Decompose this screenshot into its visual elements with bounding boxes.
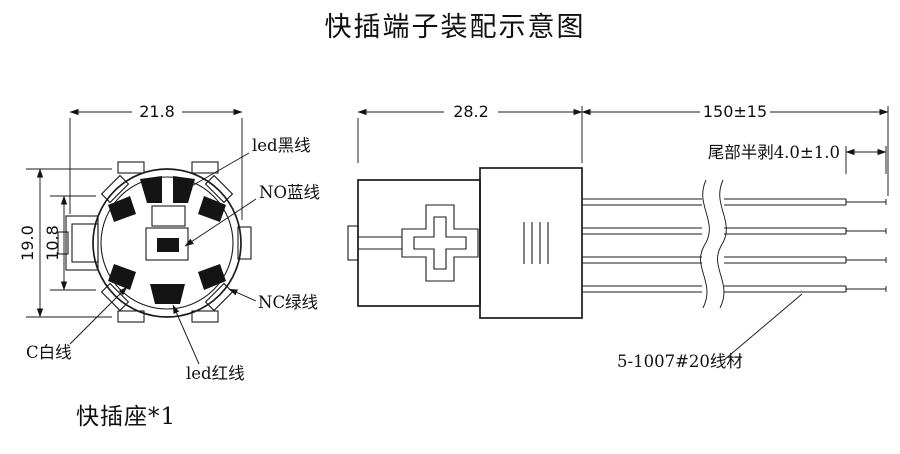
socket-outer-ring	[92, 168, 242, 318]
pad-c-white	[108, 264, 136, 290]
label-nc-green: NC绿线	[258, 293, 318, 312]
front-callouts: led黑线 NO蓝线 NC绿线 C白线 led红线	[26, 136, 320, 383]
page-title: 快插端子装配示意图	[325, 12, 586, 43]
dim-housing-length: 28.2	[357, 102, 583, 163]
dim-strip-length: 尾部半剥4.0±1.0	[708, 143, 887, 174]
dim-front-width: 21.8	[69, 102, 243, 220]
wire-spec-label: 5-1007#20线材	[617, 352, 743, 371]
break-line-left	[700, 179, 710, 309]
leader-led-black	[182, 152, 250, 192]
label-led-red: led红线	[186, 364, 245, 383]
dim-front-inner-value: 10.8	[43, 225, 62, 261]
housing-ribs	[523, 222, 549, 264]
housing-front-block	[357, 179, 481, 307]
housing-left-tab	[347, 225, 359, 261]
wire-spec-callout: 5-1007#20线材	[617, 293, 803, 371]
socket-inner-ring	[100, 176, 234, 310]
dim-front-width-value: 21.8	[139, 102, 175, 121]
dim-housing-length-value: 28.2	[453, 102, 489, 121]
pad-nc-green	[198, 264, 226, 290]
pad-upper-right	[198, 196, 226, 222]
pad-led-black-left	[140, 176, 162, 203]
keyway-slot	[151, 205, 186, 227]
front-view-caption: 快插座*1	[76, 404, 176, 430]
label-led-black: led黑线	[252, 136, 311, 155]
dim-front-inner-height: 10.8	[43, 195, 96, 291]
leader-no-blue	[184, 198, 257, 247]
housing	[347, 167, 583, 319]
side-view: 28.2 150±15 尾部半剥4.0±1.0 5-1007#20线材	[347, 102, 889, 371]
latch-cross-outer	[401, 204, 479, 282]
leader-c-white	[69, 286, 128, 345]
dim-front-height-value: 19.0	[18, 225, 37, 261]
latch-cross-inner	[413, 216, 467, 270]
pad-led-black-right	[173, 176, 195, 203]
wire-bundle	[582, 179, 887, 309]
label-c-white: C白线	[26, 343, 72, 362]
mounting-ears	[100, 161, 252, 323]
dim-wire-length-value: 150±15	[703, 102, 767, 121]
label-no-blue: NO蓝线	[259, 183, 320, 202]
pad-upper-left	[108, 196, 136, 222]
leader-led-red	[172, 304, 200, 365]
front-view: 21.8 19.0 10.8 led黑线 NO蓝线 NC绿线 C白线	[18, 102, 320, 430]
housing-rear-block	[479, 167, 583, 319]
terminal-pads	[108, 176, 226, 304]
leader-wire-spec	[723, 293, 803, 361]
pad-led-red	[150, 284, 185, 304]
pad-no-blue-center	[157, 238, 179, 252]
strip-note-label: 尾部半剥4.0±1.0	[708, 143, 840, 162]
break-line-right	[717, 179, 727, 309]
dim-front-height: 19.0	[18, 168, 112, 318]
leader-nc-green	[228, 288, 257, 302]
dim-wire-length: 150±15	[581, 102, 889, 196]
